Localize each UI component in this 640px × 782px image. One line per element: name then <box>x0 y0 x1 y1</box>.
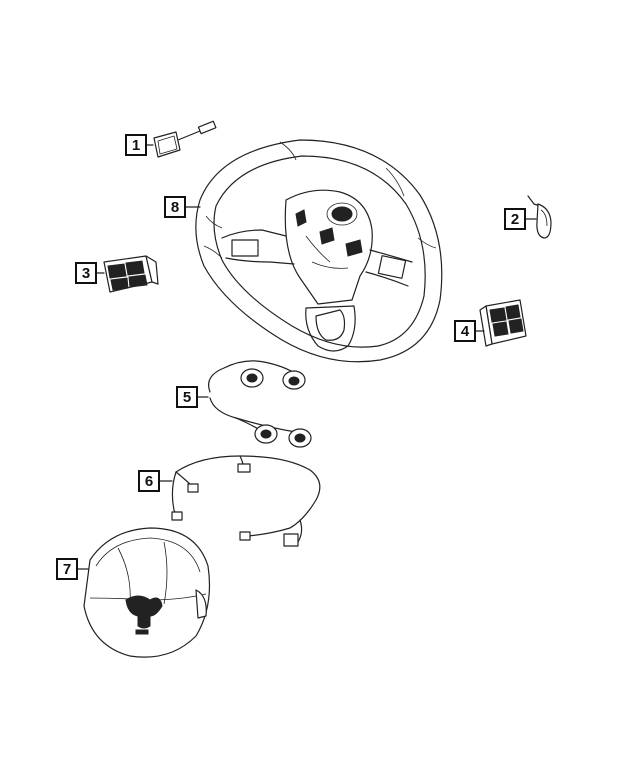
callout-3: 3 <box>75 262 97 284</box>
callout-4: 4 <box>454 320 476 342</box>
callout-8: 8 <box>164 196 186 218</box>
callout-5: 5 <box>176 386 198 408</box>
callout-1: 1 <box>125 134 147 156</box>
callout-7: 7 <box>56 558 78 580</box>
part-7-airbag-module <box>75 527 211 658</box>
part-1-button <box>130 120 217 158</box>
part-8-steering-wheel <box>185 139 443 363</box>
callout-2: 2 <box>504 208 526 230</box>
callout-6: 6 <box>138 470 160 492</box>
part-5-clockspring-harness <box>197 360 312 448</box>
part-4-right-switch-pod <box>475 299 527 347</box>
part-2-side-switch <box>525 195 552 239</box>
part-3-left-switch-pod <box>96 255 159 293</box>
part-6-wiring-harness <box>159 455 321 547</box>
